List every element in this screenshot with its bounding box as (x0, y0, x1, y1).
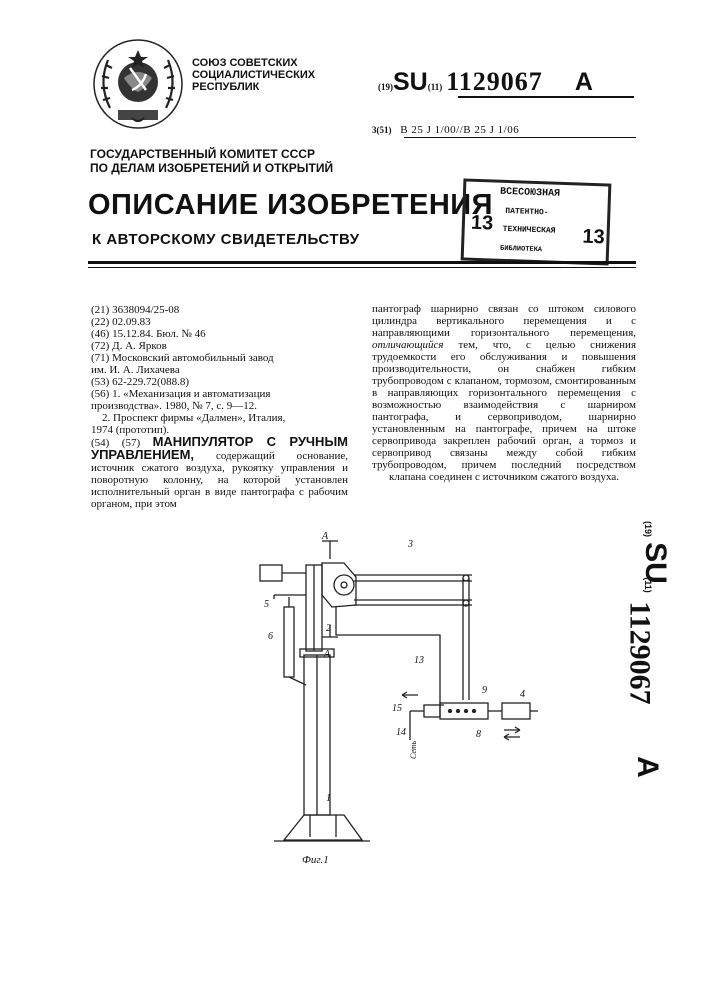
section-mark-bottom: A (323, 649, 331, 660)
label-15: 15 (392, 703, 402, 714)
title-rule-thick (88, 261, 636, 264)
document-subtitle: К АВТОРСКОМУ СВИДЕТЕЛЬСТВУ (92, 231, 360, 248)
union-name: СОЮЗ СОВЕТСКИХ СОЦИАЛИСТИЧЕСКИХ РЕСПУБЛИ… (192, 57, 315, 93)
label-3: 3 (407, 539, 413, 550)
document-number: (19)SU(11) 1129067 A (378, 67, 593, 97)
distinguishing-word: отличающийся (372, 339, 444, 351)
kind-code: A (575, 68, 593, 96)
union-line-1: СОЮЗ СОВЕТСКИХ (192, 57, 315, 69)
title-rule-thin (88, 267, 636, 268)
label-1: 1 (326, 793, 331, 804)
ipc-underline (404, 137, 636, 138)
document-title: ОПИСАНИЕ ИЗОБРЕТЕНИЯ (88, 189, 493, 222)
label-4: 4 (520, 689, 525, 700)
label-14: 14 (396, 727, 406, 738)
ipc-classification: 3(51) B 25 J 1/00//B 25 J 1/06 (372, 124, 519, 136)
claim-start: (54) (57) МАНИПУЛЯТОР С РУЧНЫМ УПРАВЛЕНИ… (91, 436, 348, 510)
network-label: Сеть (409, 740, 418, 759)
number-underline (458, 96, 634, 98)
label-8: 8 (476, 729, 481, 740)
label-6: 6 (268, 631, 273, 642)
label-13: 13 (414, 655, 424, 666)
side-document-number: (19) SU (11) 1129067 A (626, 520, 686, 790)
library-stamp: 13 13 ВСЕСОЮЗНАЯ ПАТЕНТНО- ТЕХНИЧЕСКАЯ Б… (461, 178, 612, 265)
union-line-3: РЕСПУБЛИК (192, 81, 315, 93)
claim-continuation: пантограф шарнирно связан со штоком сило… (372, 303, 636, 483)
label-9: 9 (482, 685, 487, 696)
label-5: 5 (264, 599, 269, 610)
section-mark-top: A (321, 531, 329, 542)
patent-number: 1129067 (446, 67, 543, 96)
union-line-2: СОЦИАЛИСТИЧЕСКИХ (192, 69, 315, 81)
label-2: 2 (326, 623, 331, 634)
figure-caption: Фиг.1 (302, 854, 329, 866)
manipulator-drawing: 1 2 3 4 5 6 8 9 13 14 15 A A Сеть Фиг.1 (244, 525, 544, 875)
bibliographic-data: (21) 3638094/25-08 (22) 02.09.83 (46) 15… (91, 304, 348, 510)
committee-name: ГОСУДАРСТВЕННЫЙ КОМИТЕТ СССР ПО ДЕЛАМ ИЗ… (90, 147, 333, 175)
country-code: SU (393, 68, 428, 96)
ussr-emblem (92, 38, 184, 130)
